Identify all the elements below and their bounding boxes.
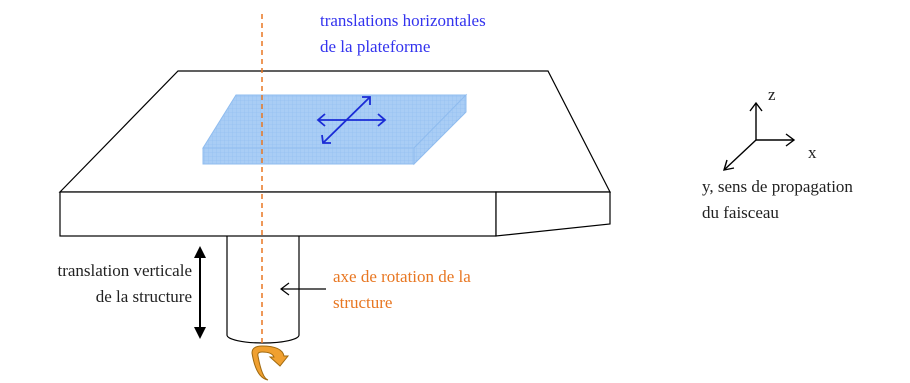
vertical-translation-arrow xyxy=(194,246,206,339)
platform-translation-label-line2: de la plateforme xyxy=(320,37,431,56)
axis-x-label: x xyxy=(808,143,817,162)
horizontal-translation-arrows xyxy=(316,96,387,144)
support-column xyxy=(226,234,300,344)
axis-y-label-line2: du faisceau xyxy=(702,203,779,222)
axis-triad xyxy=(722,101,796,171)
structure-slab xyxy=(58,70,611,237)
rotation-arrow-icon xyxy=(251,345,290,381)
axis-y-label-line1: y, sens de propagation xyxy=(702,177,853,196)
rotation-axis-pointer-arrow xyxy=(280,282,326,296)
vertical-translation-label-line2: de la structure xyxy=(95,287,192,306)
platform-translation-label-line1: translations horizontales xyxy=(320,11,486,30)
vertical-translation-label-line1: translation verticale xyxy=(57,261,192,280)
axis-z-label: z xyxy=(768,85,776,104)
rotation-axis-label-line1: axe de rotation de la xyxy=(333,267,471,286)
rotation-axis-label-line2: structure xyxy=(333,293,393,312)
platform xyxy=(202,93,468,166)
